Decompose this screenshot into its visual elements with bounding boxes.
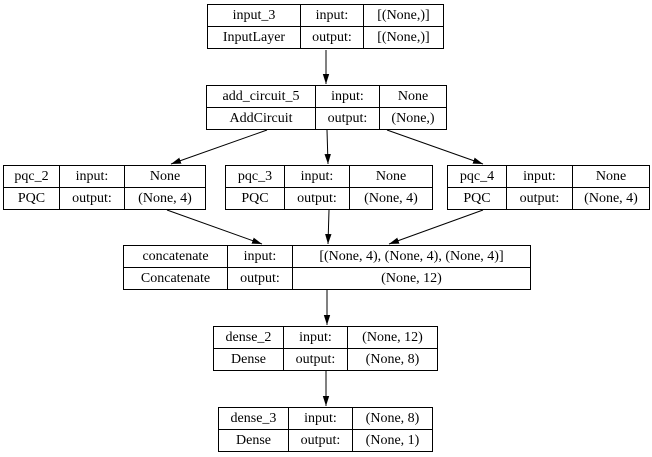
edge-add_circuit_5-pqc_2 (170, 129, 268, 165)
input-shape: None (380, 86, 446, 107)
node-concatenate: concatenate input: [(None, 4), (None, 4)… (123, 245, 531, 290)
node-add_circuit_5: add_circuit_5 input: None AddCircuit out… (206, 85, 447, 130)
edge-pqc_4-concatenate (388, 209, 484, 245)
input-label: input: (285, 166, 349, 187)
output-shape: (None, 4) (573, 188, 649, 209)
layer-type: Dense (219, 430, 288, 451)
input-shape: (None, 12) (348, 327, 437, 348)
node-dense_3: dense_3 input: (None, 8) Dense output: (… (218, 407, 433, 452)
layer-name: dense_2 (214, 327, 283, 348)
input-shape: [(None,)] (364, 5, 443, 26)
output-shape: (None,) (380, 108, 446, 129)
output-label: output: (285, 188, 349, 209)
output-label: output: (284, 349, 347, 370)
layer-name: pqc_3 (226, 166, 284, 187)
input-label: input: (289, 408, 352, 429)
layer-name: dense_3 (219, 408, 288, 429)
node-pqc_2: pqc_2 input: None PQC output: (None, 4) (3, 165, 206, 210)
input-label: input: (228, 246, 292, 267)
node-pqc_3: pqc_3 input: None PQC output: (None, 4) (225, 165, 433, 210)
output-shape: [(None,)] (364, 27, 443, 48)
output-label: output: (289, 430, 352, 451)
edge-add_circuit_5-pqc_3 (324, 129, 331, 165)
input-label: input: (60, 166, 124, 187)
layer-type: InputLayer (208, 27, 300, 48)
output-label: output: (507, 188, 572, 209)
layer-name: input_3 (208, 5, 300, 26)
output-shape: (None, 8) (348, 349, 437, 370)
input-shape: None (573, 166, 649, 187)
input-shape: None (125, 166, 205, 187)
node-input_3: input_3 input: [(None,)] InputLayer outp… (207, 4, 444, 49)
layer-type: PQC (226, 188, 284, 209)
layer-type: PQC (4, 188, 59, 209)
input-label: input: (507, 166, 572, 187)
output-label: output: (60, 188, 124, 209)
edge-add_circuit_5-pqc_4 (386, 129, 484, 165)
layer-type: Concatenate (124, 268, 227, 289)
input-shape: None (350, 166, 432, 187)
edge-pqc_3-concatenate (325, 209, 332, 245)
layer-type: AddCircuit (207, 108, 315, 129)
input-label: input: (316, 86, 379, 107)
layer-name: pqc_2 (4, 166, 59, 187)
layer-name: concatenate (124, 246, 227, 267)
output-shape: (None, 4) (125, 188, 205, 209)
input-label: input: (301, 5, 363, 26)
output-shape: (None, 12) (293, 268, 530, 289)
layer-name: add_circuit_5 (207, 86, 315, 107)
output-label: output: (316, 108, 379, 129)
input-shape: (None, 8) (353, 408, 432, 429)
output-label: output: (301, 27, 363, 48)
input-shape: [(None, 4), (None, 4), (None, 4)] (293, 246, 530, 267)
edge-pqc_2-concatenate (166, 209, 263, 245)
output-shape: (None, 4) (350, 188, 432, 209)
layer-type: PQC (448, 188, 506, 209)
node-dense_2: dense_2 input: (None, 12) Dense output: … (213, 326, 438, 371)
layer-type: Dense (214, 349, 283, 370)
input-label: input: (284, 327, 347, 348)
node-pqc_4: pqc_4 input: None PQC output: (None, 4) (447, 165, 650, 210)
layer-name: pqc_4 (448, 166, 506, 187)
output-label: output: (228, 268, 292, 289)
output-shape: (None, 1) (353, 430, 432, 451)
